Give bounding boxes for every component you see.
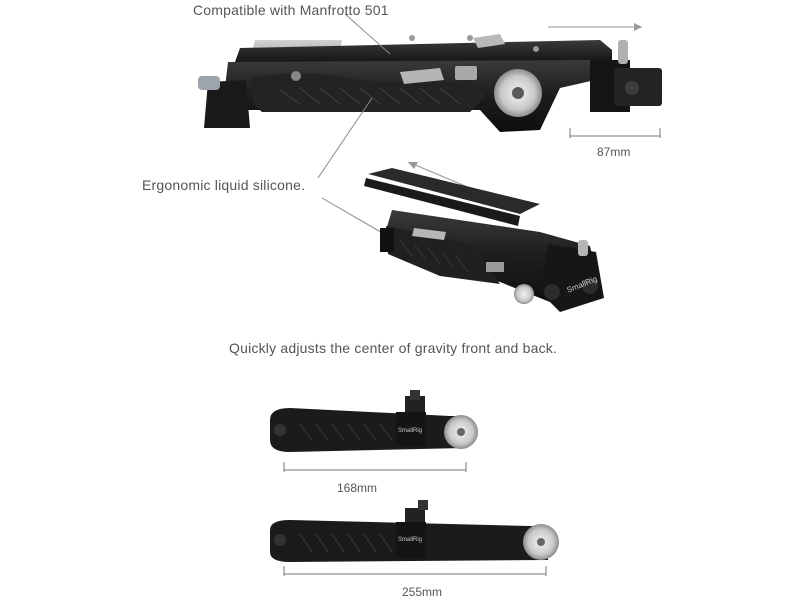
dim-bracket-168 (283, 462, 467, 472)
dim-bracket-255 (283, 566, 547, 576)
dim-label-168: 168mm (337, 481, 378, 495)
dim-label-255: 255mm (402, 585, 443, 599)
extension-arm-short (270, 390, 478, 452)
brand-logo-short-arm: SmallRig (398, 428, 423, 434)
dim-bracket-87 (569, 128, 661, 138)
dim-label-87: 87mm (597, 145, 631, 159)
baseplate-angled-view (364, 161, 604, 312)
slide-right-arrow-icon (548, 23, 642, 31)
manfrotto-callout: Compatible with Manfrotto 501 (193, 2, 389, 18)
silicone-callout: Ergonomic liquid silicone. (142, 177, 306, 193)
brand-logo-long-arm: SmallRig (398, 537, 423, 543)
baseplate-side-view (198, 34, 662, 132)
extension-arm-long (270, 500, 559, 562)
gravity-callout: Quickly adjusts the center of gravity fr… (229, 340, 558, 356)
